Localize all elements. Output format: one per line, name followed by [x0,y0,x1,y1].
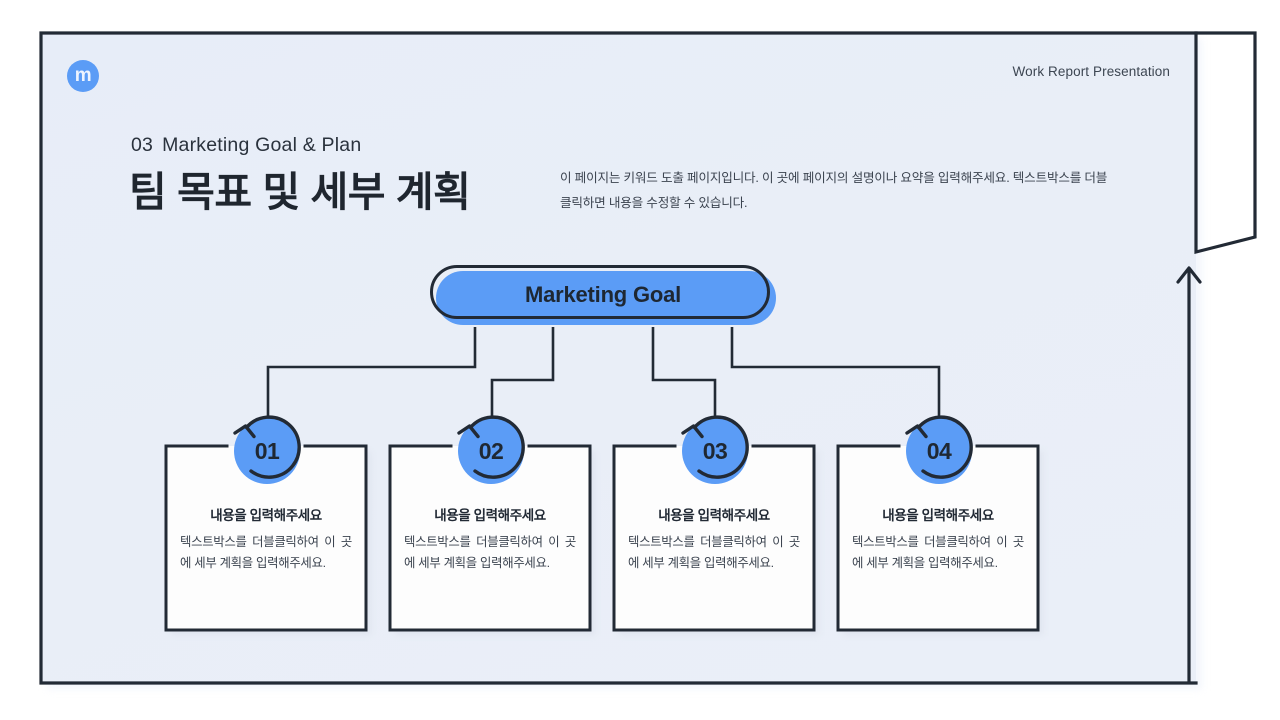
card-heading: 내용을 입력해주세요 [434,508,546,523]
card-body-text: 텍스트박스를 더블클릭하여 이 곳에 세부 계획을 입력해주세요. [404,535,576,571]
card-body-text: 텍스트박스를 더블클릭하여 이 곳에 세부 계획을 입력해주세요. [628,535,800,571]
center-node-label: Marketing Goal [524,282,682,307]
step-badge-03[interactable]: 03 [681,415,749,484]
badge-fill [906,418,972,484]
section-number: 03 [131,134,154,156]
card-heading: 내용을 입력해주세요 [210,508,322,523]
step-card-04[interactable]: 내용을 입력해주세요 텍스트박스를 더블클릭하여 이 곳에 세부 계획을 입력해… [836,444,1043,635]
circular-arrow-icon [233,415,301,479]
section-kicker-text: Marketing Goal & Plan [162,134,362,156]
card-outline [612,444,816,632]
brand-logo-icon: m [67,60,99,92]
step-badge-01[interactable]: 01 [233,415,301,484]
badge-number: 01 [254,437,280,464]
card-heading: 내용을 입력해주세요 [882,508,994,523]
card-heading: 내용을 입력해주세요 [658,508,770,523]
badge-fill [458,418,524,484]
presentation-label: Work Report Presentation [1012,64,1170,79]
page-title: 팀 목표 및 세부 계획 [129,169,471,215]
badge-number: 04 [926,437,952,464]
card-outline [836,444,1040,632]
page-description: 이 페이지는 키워드 도출 페이지입니다. 이 곳에 페이지의 설명이나 요약을… [560,171,1108,210]
logo-letter: m [74,64,92,86]
center-node-marketing-goal[interactable]: Marketing Goal [430,265,778,327]
card-outline [164,444,368,632]
card-outline [388,444,592,632]
step-card-01[interactable]: 내용을 입력해주세요 텍스트박스를 더블클릭하여 이 곳에 세부 계획을 입력해… [164,444,371,635]
badge-number: 02 [478,437,504,464]
section-kicker: 03 Marketing Goal & Plan [131,134,361,157]
card-body-text: 텍스트박스를 더블클릭하여 이 곳에 세부 계획을 입력해주세요. [852,535,1024,571]
circular-arrow-icon [457,415,525,479]
badge-fill [234,418,300,484]
card-body-text: 텍스트박스를 더블클릭하여 이 곳에 세부 계획을 입력해주세요. [180,535,352,571]
circular-arrow-icon [681,415,749,479]
step-badge-04[interactable]: 04 [905,415,973,484]
badge-number: 03 [702,437,728,464]
badge-fill [682,418,748,484]
step-badge-02[interactable]: 02 [457,415,525,484]
circular-arrow-icon [905,415,973,479]
center-node-outline [430,265,770,319]
